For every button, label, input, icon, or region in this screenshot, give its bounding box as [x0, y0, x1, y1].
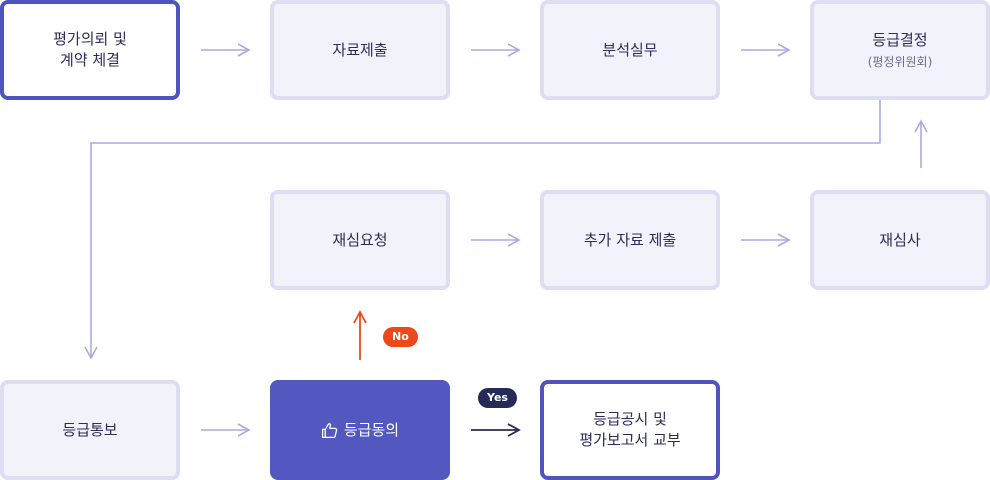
step-publish-report: 등급공시 및 평가보고서 교부	[540, 380, 720, 480]
step-extra-label: 추가 자료 제출	[583, 230, 677, 249]
step-rating-decision: 등급결정 (평정위원회)	[810, 0, 990, 100]
step-notify-label: 등급통보	[62, 420, 118, 439]
step-rating-agree: 등급동의	[270, 380, 450, 480]
step-analysis: 분석실무	[540, 0, 720, 100]
no-branch-badge: No	[383, 327, 418, 347]
step-reexam-label: 재심사	[879, 230, 921, 249]
step-analysis-label: 분석실무	[602, 40, 658, 59]
step-request-contract: 평가의뢰 및 계약 체결	[0, 0, 180, 100]
step-publish-line2: 평가보고서 교부	[579, 431, 681, 449]
thumbs-up-icon	[321, 422, 338, 439]
step-submit-label: 자료제출	[332, 40, 388, 59]
step-request-line1: 평가의뢰 및	[53, 30, 127, 48]
step-reexamination: 재심사	[810, 190, 990, 290]
yes-branch-badge: Yes	[478, 388, 517, 408]
step-publish-line1: 등급공시 및	[593, 410, 667, 428]
step-reevaluation-request: 재심요청	[270, 190, 450, 290]
step-request-line2: 계약 체결	[60, 51, 120, 69]
step-extra-submit: 추가 자료 제출	[540, 190, 720, 290]
step-decision-title: 등급결정	[872, 30, 928, 49]
step-decision-sub: (평정위원회)	[867, 54, 933, 69]
step-rating-notify: 등급통보	[0, 380, 180, 480]
step-agree-label: 등급동의	[343, 420, 400, 439]
step-reeval-label: 재심요청	[332, 230, 388, 249]
step-submit-data: 자료제출	[270, 0, 450, 100]
arrow-decision-to-notify	[84, 100, 881, 360]
